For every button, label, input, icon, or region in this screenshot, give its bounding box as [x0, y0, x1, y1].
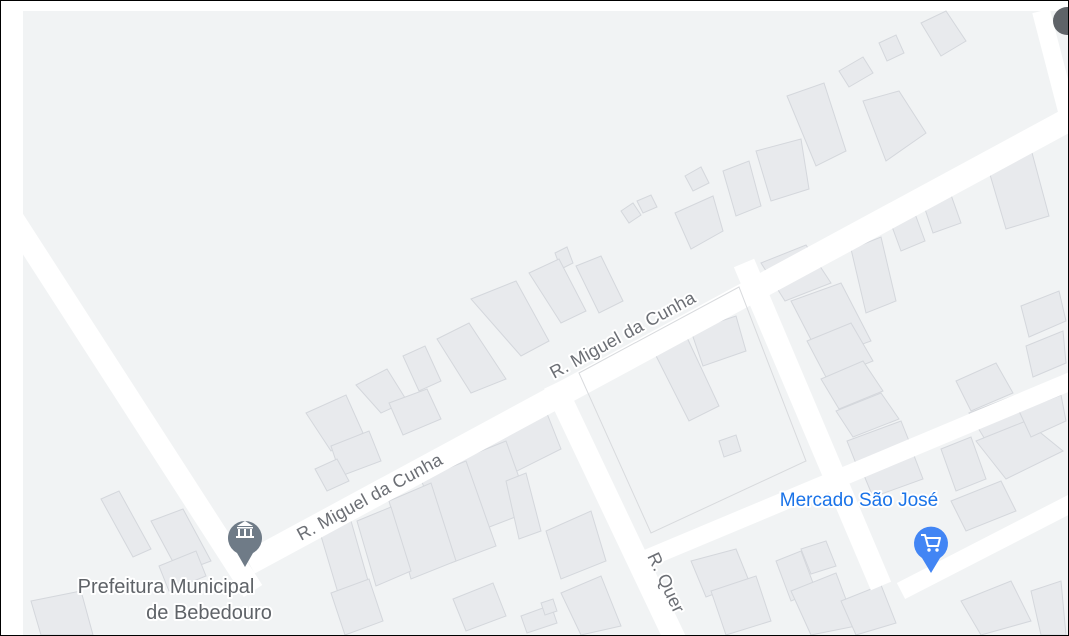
bank-glyph [236, 521, 254, 538]
south-east-street [896, 494, 1068, 600]
north-east-street [1032, 8, 1068, 114]
poi-prefeitura[interactable]: Prefeitura Municipal de Bebedouro [76, 521, 274, 626]
cart-glyph [921, 534, 941, 547]
miguel-da-cunha-street [243, 106, 1068, 574]
buildings [30, 10, 1067, 635]
quer-street [544, 379, 686, 635]
roads [1, 8, 1068, 635]
poi-mercado-sao-jose[interactable]: Mercado São José [778, 488, 948, 573]
poi-label-prefeitura-line2: de Bebedouro [146, 602, 272, 624]
block-outline [578, 286, 807, 534]
poi-label-mercado: Mercado São José [780, 490, 938, 511]
bank-icon[interactable] [228, 521, 263, 567]
cart-wheel [935, 548, 939, 552]
diagonal-street [1, 179, 263, 597]
south-street [637, 372, 1068, 570]
partial-marker-icon[interactable] [1053, 7, 1068, 35]
east-cross-street [733, 258, 892, 591]
poi-label-prefeitura-line1: Prefeitura Municipal [78, 576, 255, 598]
cart-wheel [927, 548, 931, 552]
